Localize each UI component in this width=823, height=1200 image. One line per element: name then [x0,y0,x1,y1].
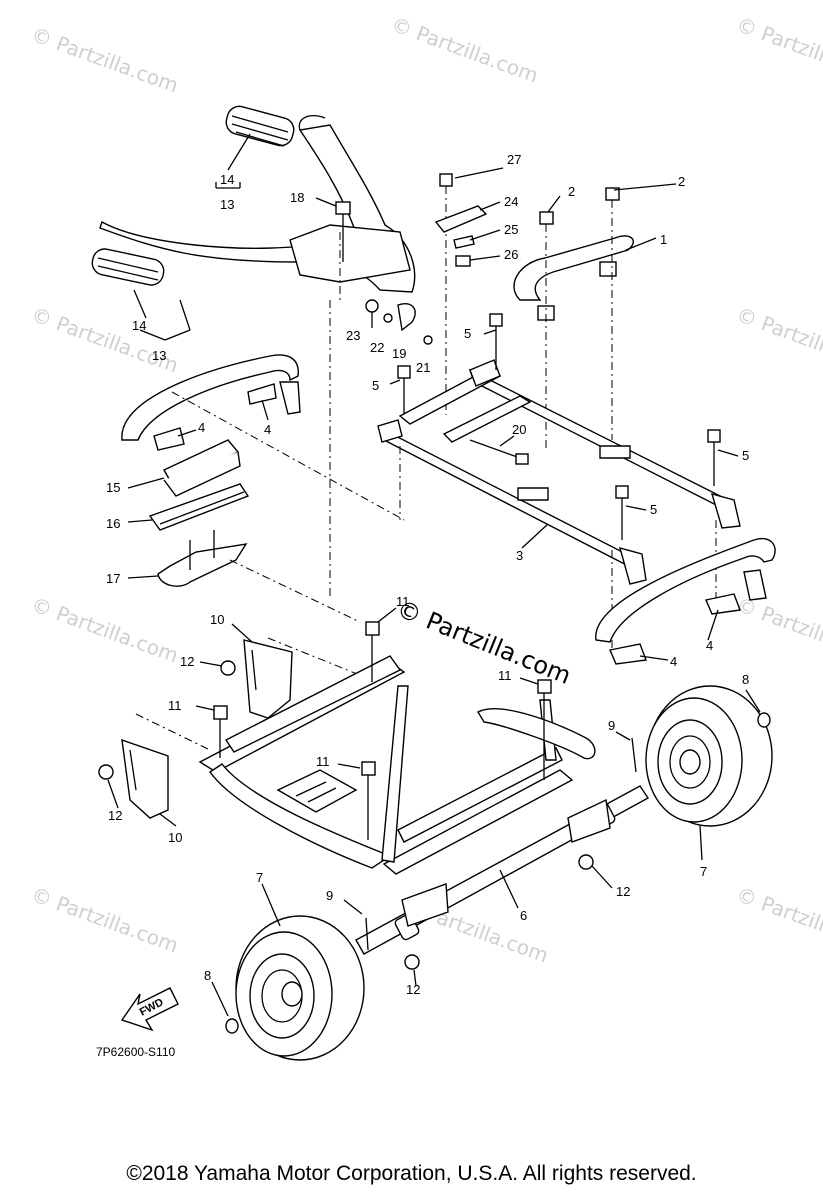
callout-5: 5 [650,502,657,517]
fwd-arrow-icon: FWD [120,987,179,1032]
callout-10: 10 [168,830,182,845]
copyright-notice: ©2018 Yamaha Motor Corporation, U.S.A. A… [126,1162,697,1185]
pads-15-16-17 [148,439,250,587]
callout-5: 5 [464,326,471,341]
right-rail-assembly [595,537,776,665]
callout-12: 12 [616,884,630,899]
callout-15: 15 [106,480,120,495]
watermark-center: © Partzilla.com [393,595,575,690]
callout-4: 4 [706,638,713,653]
clamp-24-27 [434,173,488,415]
watermark: © Partzilla.com [28,302,181,377]
callout-labels: 27 2 2 1 24 25 26 18 14 13 14 13 23 22 1… [106,152,749,997]
callout-4: 4 [670,654,677,669]
callout-4: 4 [264,422,271,437]
frame-part-3 [377,359,741,585]
watermark: © Partzilla.com [733,592,823,667]
callout-9: 9 [608,718,615,733]
callout-8: 8 [204,968,211,983]
callout-14: 14 [220,172,234,187]
watermark: © Partzilla.com [733,302,823,377]
callout-2: 2 [678,174,685,189]
bolt-18 [335,201,351,262]
callout-3: 3 [516,548,523,563]
callout-12: 12 [180,654,194,669]
callout-27: 27 [507,152,521,167]
left-rail-assembly [121,354,301,451]
wheel-right [645,685,773,827]
hitch-hardware [365,299,433,345]
callout-24: 24 [504,194,518,209]
callout-2: 2 [568,184,575,199]
callout-7: 7 [256,870,263,885]
brackets-part-10 [98,639,293,819]
callout-25: 25 [504,222,518,237]
diagram-code: 7P62600-S110 [96,1045,176,1059]
callout-19: 19 [392,346,406,361]
bracket-part-1 [513,187,634,452]
callout-11: 11 [316,754,330,769]
callout-5: 5 [372,378,379,393]
callout-12: 12 [406,982,420,997]
callout-17: 17 [106,571,120,586]
callout-12: 12 [108,808,122,823]
callout-13: 13 [220,197,234,212]
bolts-part-5 [397,313,721,540]
leader-lines [107,133,761,1017]
callout-23: 23 [346,328,360,343]
axle-assembly [355,737,650,970]
bolt-20 [469,439,529,465]
main-frame [198,655,596,875]
callout-7: 7 [700,864,707,879]
watermark: © Partzilla.com [388,12,541,87]
callout-11: 11 [498,668,512,683]
callout-4: 4 [198,420,205,435]
watermark: © Partzilla.com [28,592,181,667]
callout-11: 11 [168,698,182,713]
callout-18: 18 [290,190,304,205]
callout-11: 11 [396,594,410,609]
callout-9: 9 [326,888,333,903]
callout-26: 26 [504,247,518,262]
callout-13: 13 [152,348,166,363]
callout-6: 6 [520,908,527,923]
bolts-part-11 [213,621,552,840]
handle-bar-assembly [91,105,416,293]
callout-1: 1 [660,232,667,247]
callout-8: 8 [742,672,749,687]
watermark: © Partzilla.com [28,22,181,97]
callout-21: 21 [416,360,430,375]
wheel-left [225,915,365,1061]
watermark: © Partzilla.com [28,882,181,957]
callout-22: 22 [370,340,384,355]
callout-16: 16 [106,516,120,531]
watermark: © Partzilla.com [733,882,823,957]
callout-20: 20 [512,422,526,437]
callout-14: 14 [132,318,146,333]
callout-5: 5 [742,448,749,463]
watermark: © Partzilla.com [733,12,823,87]
callout-10: 10 [210,612,224,627]
